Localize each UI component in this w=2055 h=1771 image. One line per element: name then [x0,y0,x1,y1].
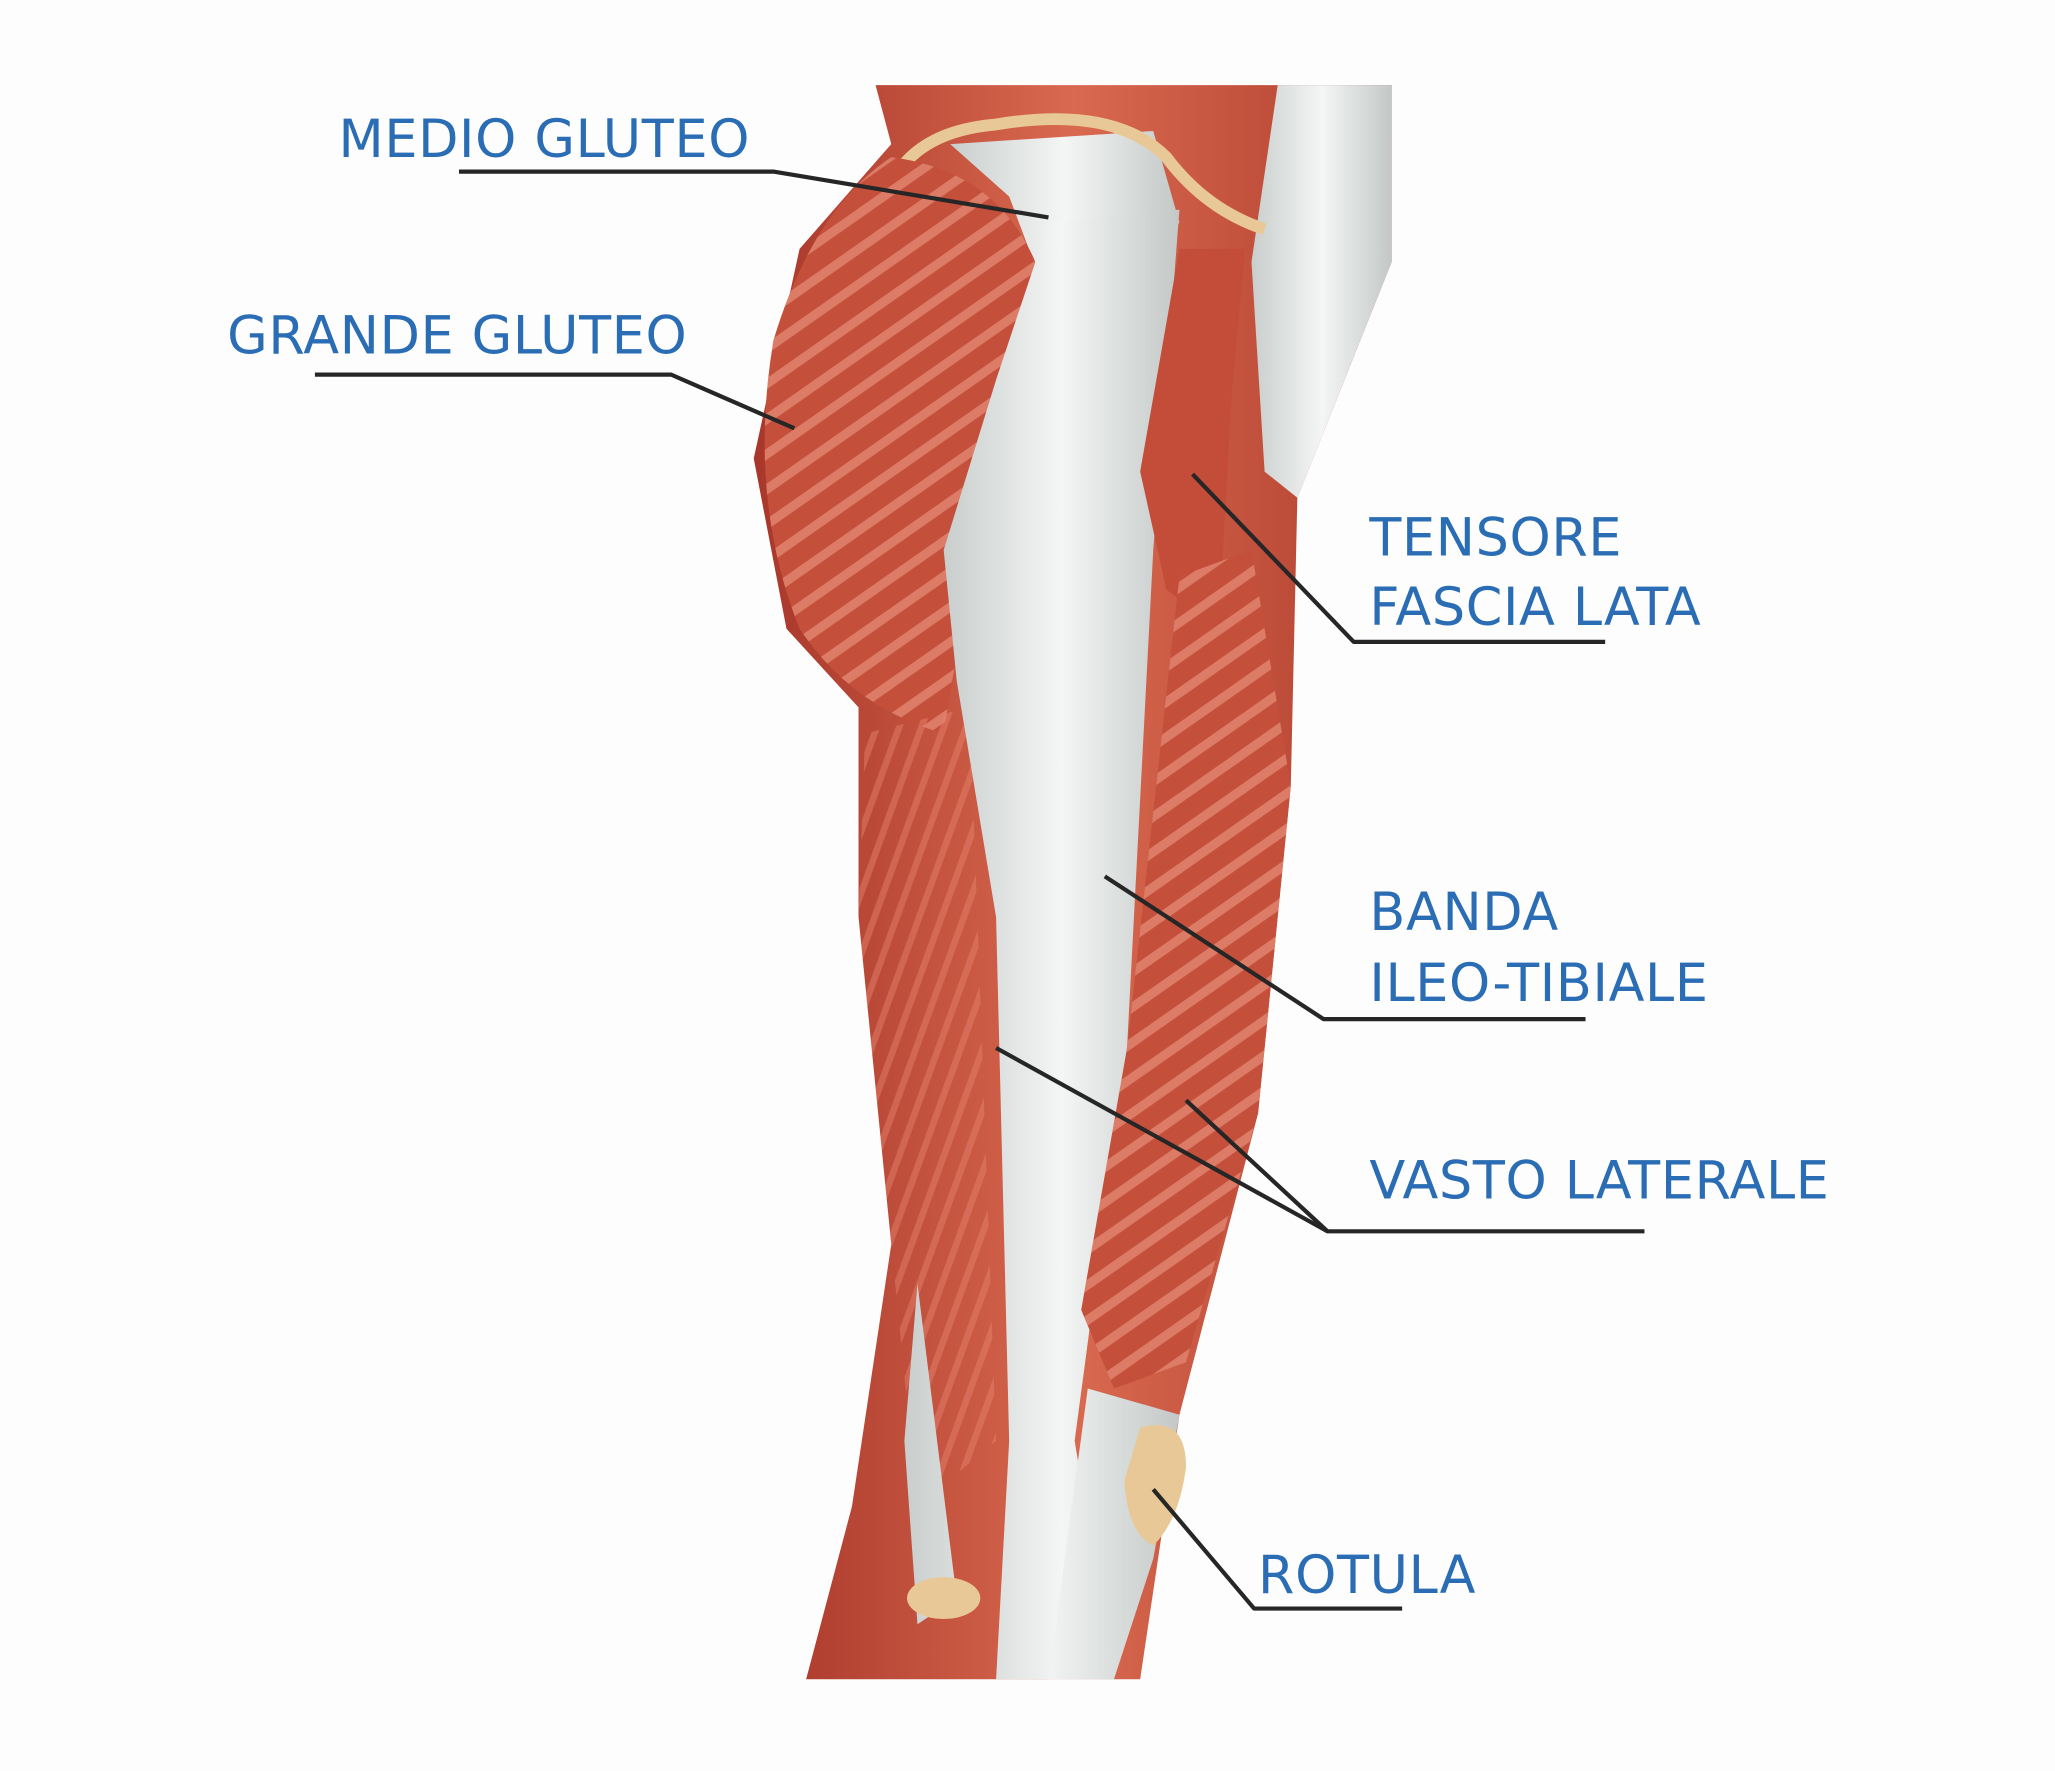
label-grande-gluteo: GRANDE GLUTEO [227,306,687,367]
hamstring-shape [858,707,997,1507]
iliac-crest-bone [885,113,1267,235]
leader-lines [314,169,1645,1611]
label-tensore-line1: TENSORE [1368,507,1622,568]
fibular-head-bone [906,1577,981,1620]
leader-medio-gluteo [458,169,1049,220]
leg-illustration [753,85,1392,1680]
vastus-lateralis-fibers [1081,550,1291,1389]
iliotibial-band-shape [943,209,1180,1680]
label-banda-line2: ILEO-TIBIALE [1369,953,1708,1014]
hip-tendon-area [1251,85,1392,498]
tensor-fasciae-latae-shape [1140,248,1245,629]
leader-grande-gluteo [314,372,796,431]
leader-banda [1103,874,1586,1022]
label-tensore-line2: FASCIA LATA [1369,577,1701,638]
leader-vasto-2 [1184,1098,1329,1233]
knee-tendons [904,1283,1180,1680]
label-vasto-laterale: VASTO LATERALE [1369,1151,1829,1212]
label-banda-line1: BANDA [1369,882,1558,943]
patella-bone [1124,1425,1186,1546]
leader-tensore [1191,472,1606,644]
labels: MEDIO GLUTEO GRANDE GLUTEO TENSORE FASCI… [227,109,1829,1606]
leader-vasto-1 [995,1046,1645,1234]
label-medio-gluteo: MEDIO GLUTEO [338,109,750,170]
leader-rotula [1151,1488,1403,1611]
label-rotula: ROTULA [1258,1545,1476,1606]
